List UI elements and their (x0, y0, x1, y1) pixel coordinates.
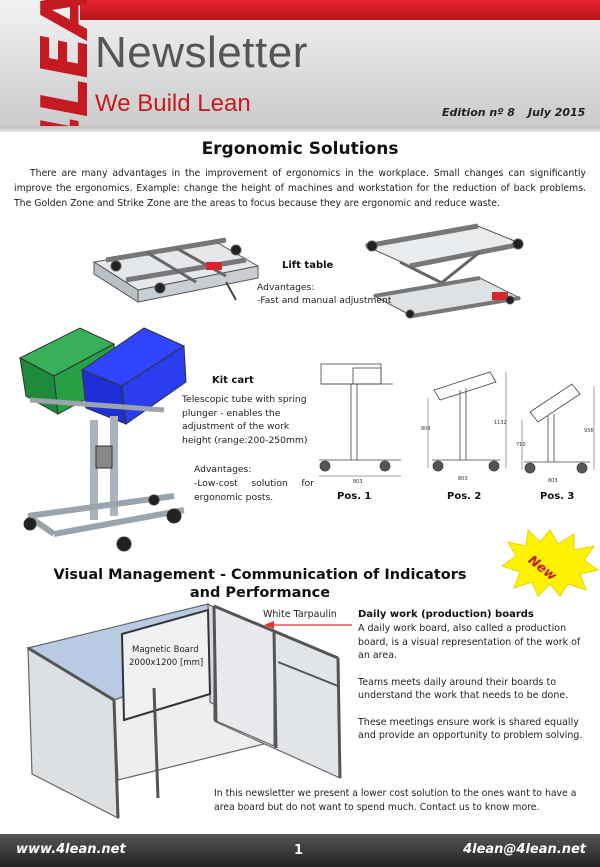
tarpaulin-label: White Tarpaulin (263, 609, 337, 620)
new-badge-icon (500, 528, 600, 597)
header-red-band (80, 0, 600, 20)
header: 4LEAN Newsletter We Build Lean Edition n… (0, 0, 600, 132)
lift-table-advantages-label: Advantages: (257, 282, 315, 293)
position-2-label: Pos. 2 (447, 491, 482, 502)
page-title: Newsletter (95, 28, 308, 77)
position-3-drawing: 710 936 803 (516, 383, 595, 484)
position-1-drawing: 803 (319, 363, 401, 485)
tarpaulin-arrow-icon (264, 621, 352, 629)
pos3-h1-dim: 710 (516, 442, 526, 448)
kit-cart-image (18, 327, 187, 552)
daily-paragraph: These meetings ensure work is shared equ… (358, 716, 583, 742)
kit-cart-advantages-label: Advantages: (194, 464, 252, 475)
edition-number: Edition nº 8 (442, 106, 515, 119)
kit-cart-advantages: -Low-cost solution for ergonomic posts. (194, 478, 314, 503)
pos3-h2-dim: 936 (584, 428, 594, 434)
kit-cart-title: Kit cart (212, 375, 254, 386)
logo: 4LEAN (29, 0, 103, 132)
visual-board-image (26, 602, 342, 819)
edition-date: July 2015 (528, 106, 586, 119)
footer: www.4lean.net 1 4lean@4lean.net (0, 834, 600, 867)
lift-table-title: Lift table (282, 260, 334, 271)
website-link[interactable]: www.4lean.net (16, 842, 126, 857)
email-link[interactable]: 4lean@4lean.net (463, 842, 586, 857)
section-title-ergonomic: Ergonomic Solutions (201, 139, 399, 159)
pos3-width-dim: 803 (548, 478, 558, 484)
magnetic-board-label: Magnetic Board (132, 645, 199, 655)
intro-text: There are many advantages in the improve… (14, 168, 586, 209)
intro-paragraph: There are many advantages in the improve… (14, 166, 586, 211)
pos2-h2-dim: 1132 (494, 420, 507, 426)
daily-boards-text: A daily work board, also called a produc… (358, 622, 588, 756)
position-2-drawing: 809 1132 803 (421, 371, 507, 482)
section-title-visual-management: Visual Management - Communication of Ind… (53, 567, 467, 601)
position-1-label: Pos. 1 (337, 491, 372, 502)
pos2-h1-dim: 809 (421, 426, 431, 432)
magnetic-board-size: 2000x1200 [mm] (129, 658, 204, 668)
lift-table-raised-image (364, 223, 524, 319)
daily-paragraph: A daily work board, also called a produc… (358, 623, 581, 661)
pos1-width-dim: 803 (353, 479, 363, 485)
position-3-label: Pos. 3 (540, 491, 575, 502)
kit-cart-description: Telescopic tube with spring plunger - en… (182, 394, 308, 446)
daily-boards-title: Daily work (production) boards (358, 609, 534, 620)
page-number: 1 (294, 843, 304, 858)
closing-paragraph: In this newsletter we present a lower co… (214, 788, 577, 813)
pos2-width-dim: 803 (458, 476, 468, 482)
daily-paragraph: Teams meets daily around their boards to… (358, 676, 569, 702)
page-subtitle: We Build Lean (95, 90, 251, 117)
lift-table-collapsed-image (92, 237, 260, 303)
lift-table-advantages: -Fast and manual adjustment (257, 295, 392, 306)
header-divider (0, 126, 600, 132)
